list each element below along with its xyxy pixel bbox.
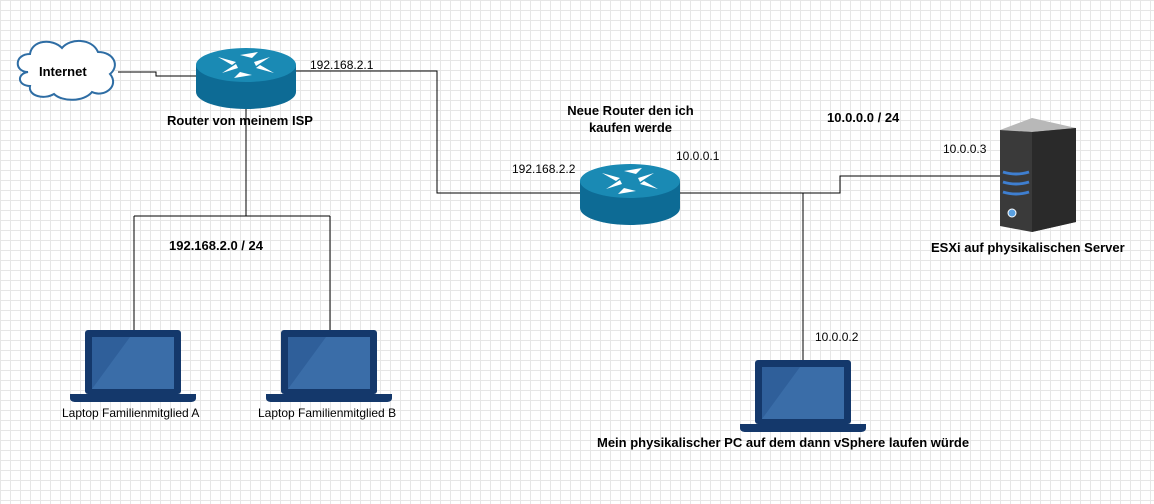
link-new-router-server: [680, 175, 1000, 194]
pc-ip-label: 10.0.0.2: [815, 330, 859, 344]
internet-cloud-icon: [16, 40, 116, 101]
server-ip-label: 10.0.0.3: [943, 142, 987, 156]
isp-router-label: Router von meinem ISP: [167, 113, 313, 128]
isp-router-ip-label: 192.168.2.1: [310, 58, 374, 72]
laptop-b-icon: [266, 330, 392, 402]
home-network-label: 192.168.2.0 / 24: [169, 238, 263, 253]
laptop-a-icon: [70, 330, 196, 402]
link-internet-isp-router: [118, 71, 196, 77]
new-router-lan-ip-label: 10.0.0.1: [676, 149, 720, 163]
laptop-a-label: Laptop Familienmitglied A: [62, 406, 200, 420]
lab-network-label: 10.0.0.0 / 24: [827, 110, 900, 125]
link-isp-router-new-router: [296, 70, 580, 194]
new-router-label: Neue Router den ich kaufen werde: [567, 103, 694, 135]
link-new-router-pc: [680, 192, 804, 360]
pc-laptop-icon: [740, 360, 866, 432]
internet-label: Internet: [39, 64, 87, 79]
server-label: ESXi auf physikalischen Server: [931, 240, 1125, 255]
pc-label: Mein physikalischer PC auf dem dann vSph…: [597, 435, 970, 450]
server-icon: [1000, 118, 1076, 232]
isp-router-icon: [196, 48, 296, 109]
laptop-b-label: Laptop Familienmitglied B: [258, 406, 397, 420]
new-router-icon: [580, 164, 680, 225]
new-router-wan-ip-label: 192.168.2.2: [512, 162, 576, 176]
